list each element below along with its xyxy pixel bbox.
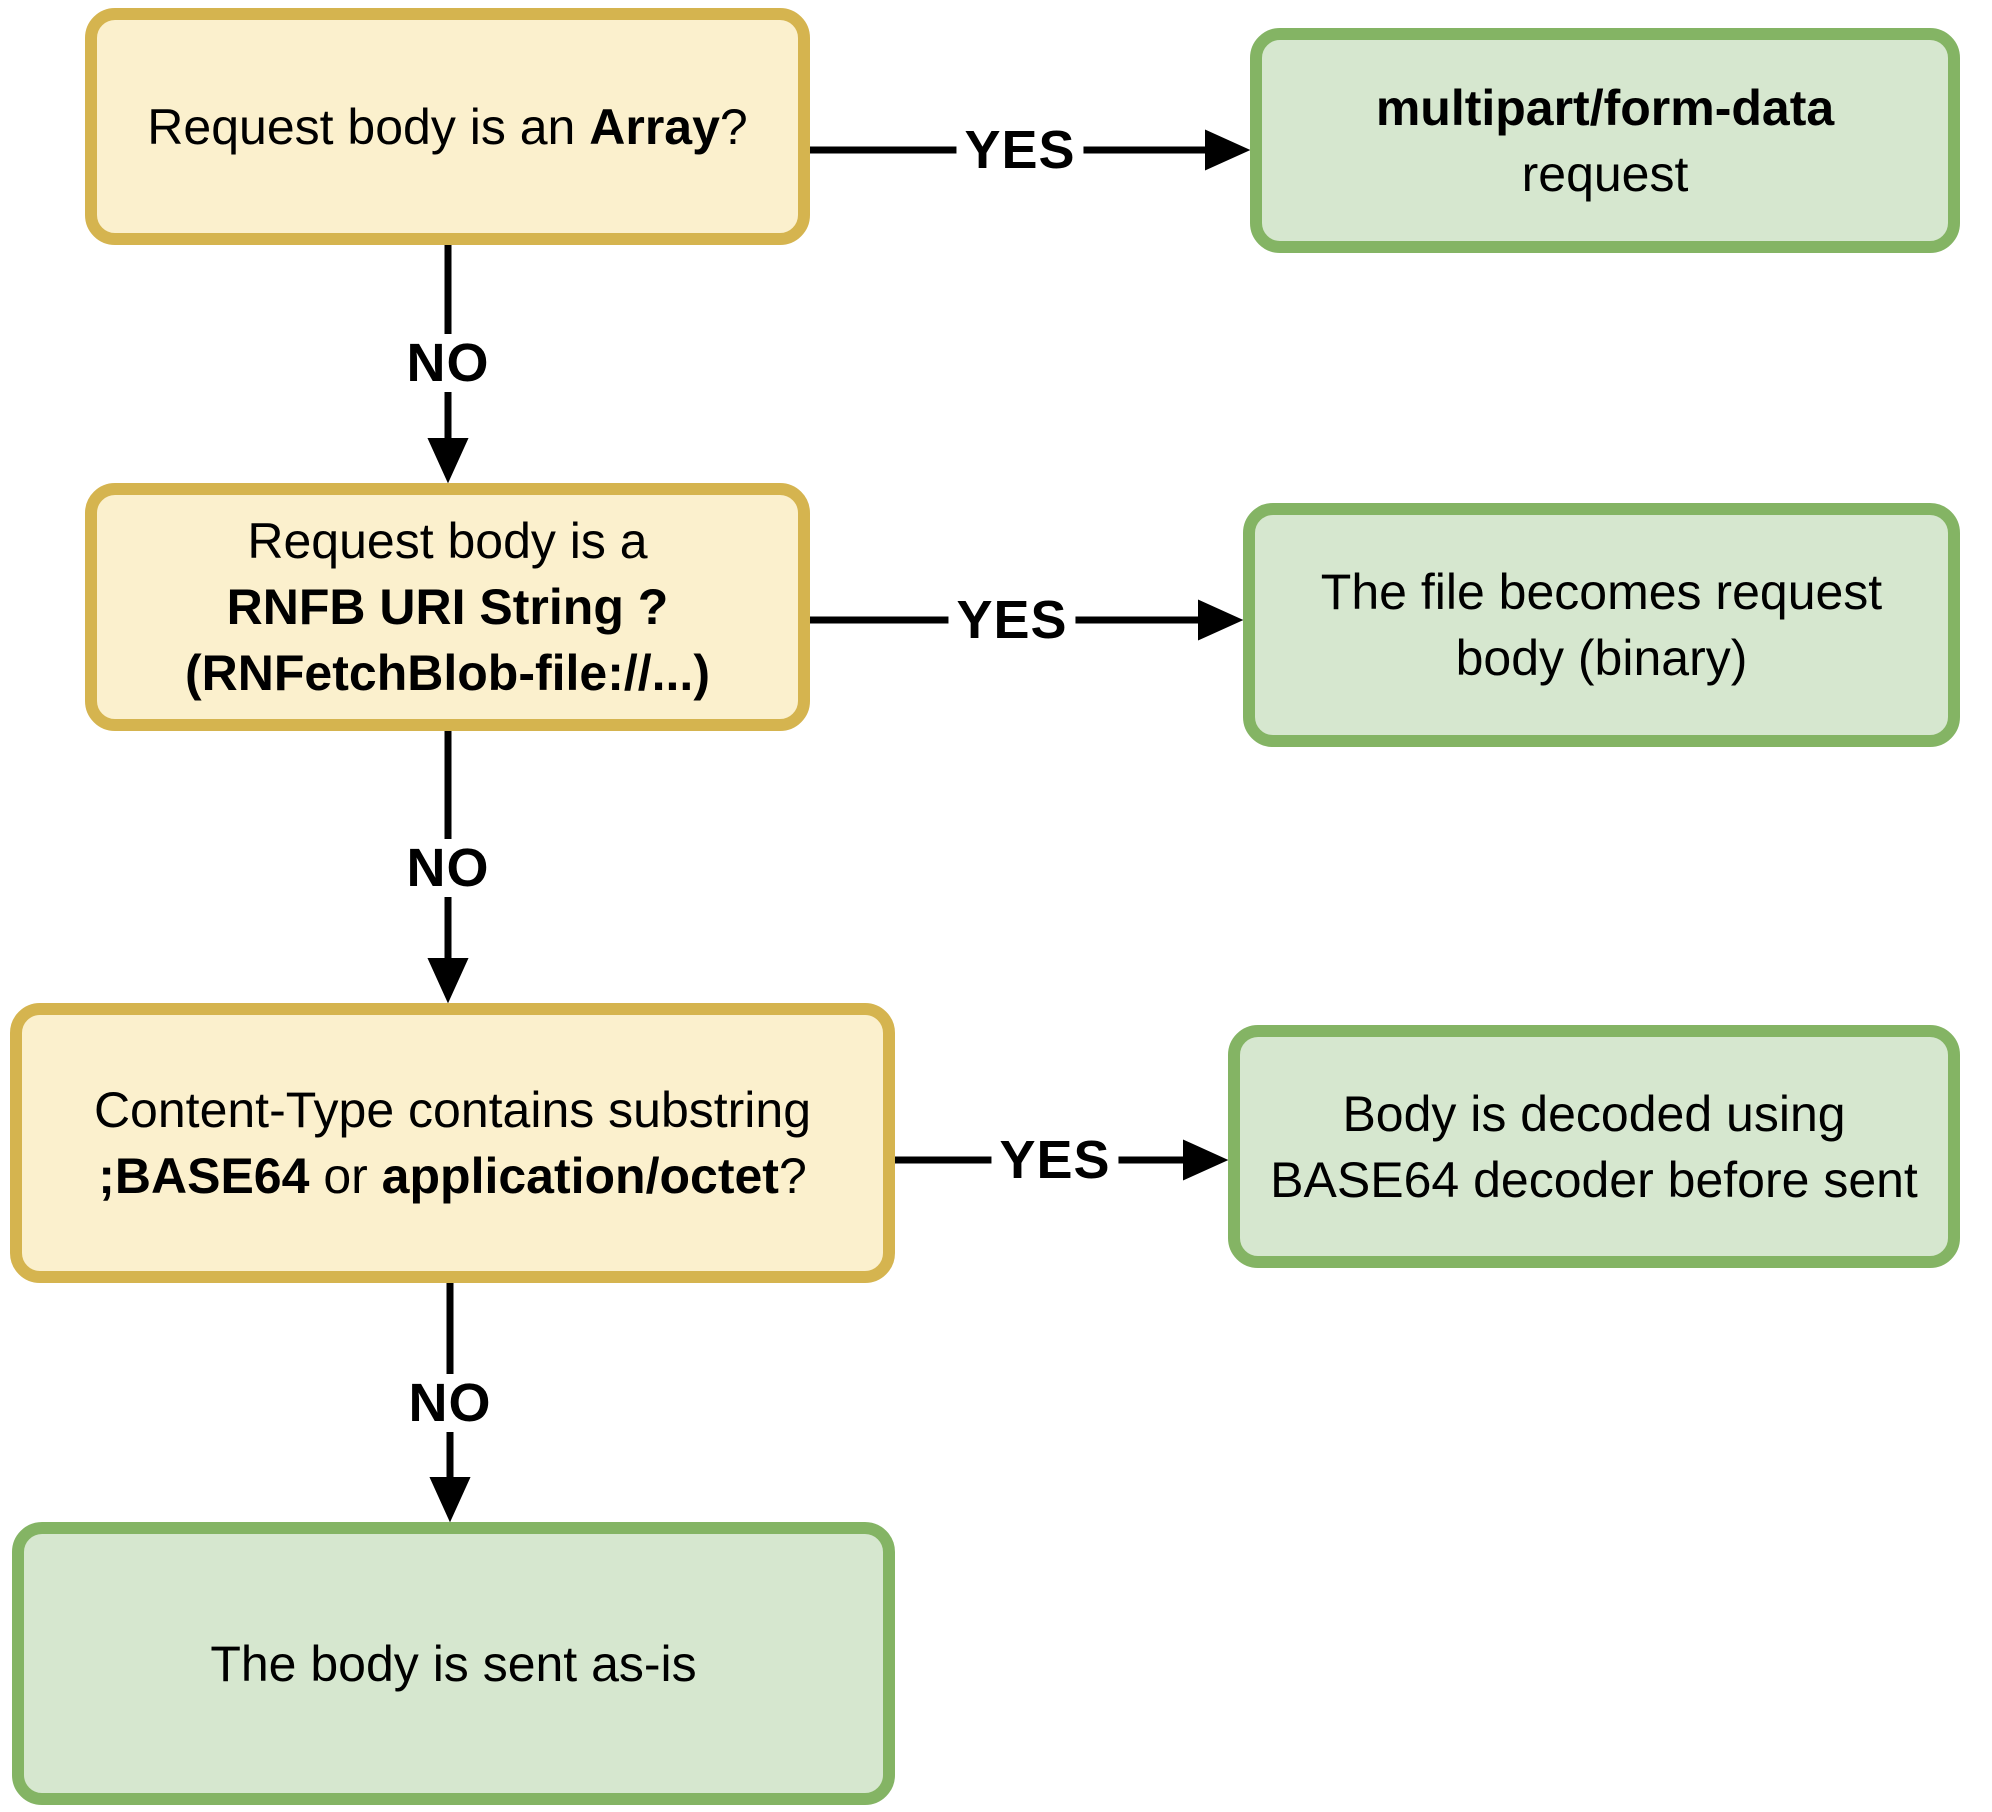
node-text-line: ;BASE64 or application/octet?	[98, 1148, 807, 1204]
node-result-multipart: multipart/form-data request	[1250, 28, 1960, 253]
edge-label-yes-base64: YES	[991, 1131, 1119, 1189]
edge-label-no-array: NO	[398, 334, 498, 392]
arrow-down-icon	[427, 438, 469, 484]
node-text-line: (RNFetchBlob-file://...)	[185, 645, 710, 701]
node-text-line: The body is sent as-is	[210, 1635, 697, 1692]
node-text-line: request	[1521, 145, 1689, 202]
node-decision-array: Request body is an Array?	[85, 8, 810, 245]
arrow-down-icon	[429, 1477, 471, 1523]
node-decision-rnfb-uri: Request body is a RNFB URI String ? (RNF…	[85, 483, 810, 731]
node-text-line: Request body is a	[247, 513, 648, 569]
node-result-file-binary: The file becomes request body (binary)	[1243, 503, 1960, 747]
node-text-line: Body is decoded using	[1342, 1085, 1846, 1142]
edge-label-no-rnfb: NO	[398, 839, 498, 897]
node-text: Request body is an Array?	[147, 98, 748, 155]
arrow-right-icon	[1198, 599, 1244, 641]
node-text-line: Content-Type contains substring	[93, 1082, 812, 1138]
node-result-as-is: The body is sent as-is	[12, 1522, 895, 1805]
node-text-line: body (binary)	[1455, 630, 1748, 686]
node-text-line: multipart/form-data	[1375, 79, 1835, 136]
node-decision-base64: Content-Type contains substring ;BASE64 …	[10, 1003, 895, 1283]
node-text-line: RNFB URI String ?	[226, 579, 669, 635]
edge-label-no-base64: NO	[400, 1374, 500, 1432]
node-text-line: BASE64 decoder before sent	[1270, 1151, 1918, 1208]
arrow-down-icon	[427, 958, 469, 1004]
edge-label-yes-rnfb: YES	[948, 591, 1076, 649]
arrow-right-icon	[1205, 129, 1251, 171]
edge-label-yes-array: YES	[956, 121, 1084, 179]
node-result-base64-decoded: Body is decoded using BASE64 decoder bef…	[1228, 1025, 1960, 1268]
node-text-line: The file becomes request	[1320, 564, 1883, 620]
arrow-right-icon	[1183, 1139, 1229, 1181]
